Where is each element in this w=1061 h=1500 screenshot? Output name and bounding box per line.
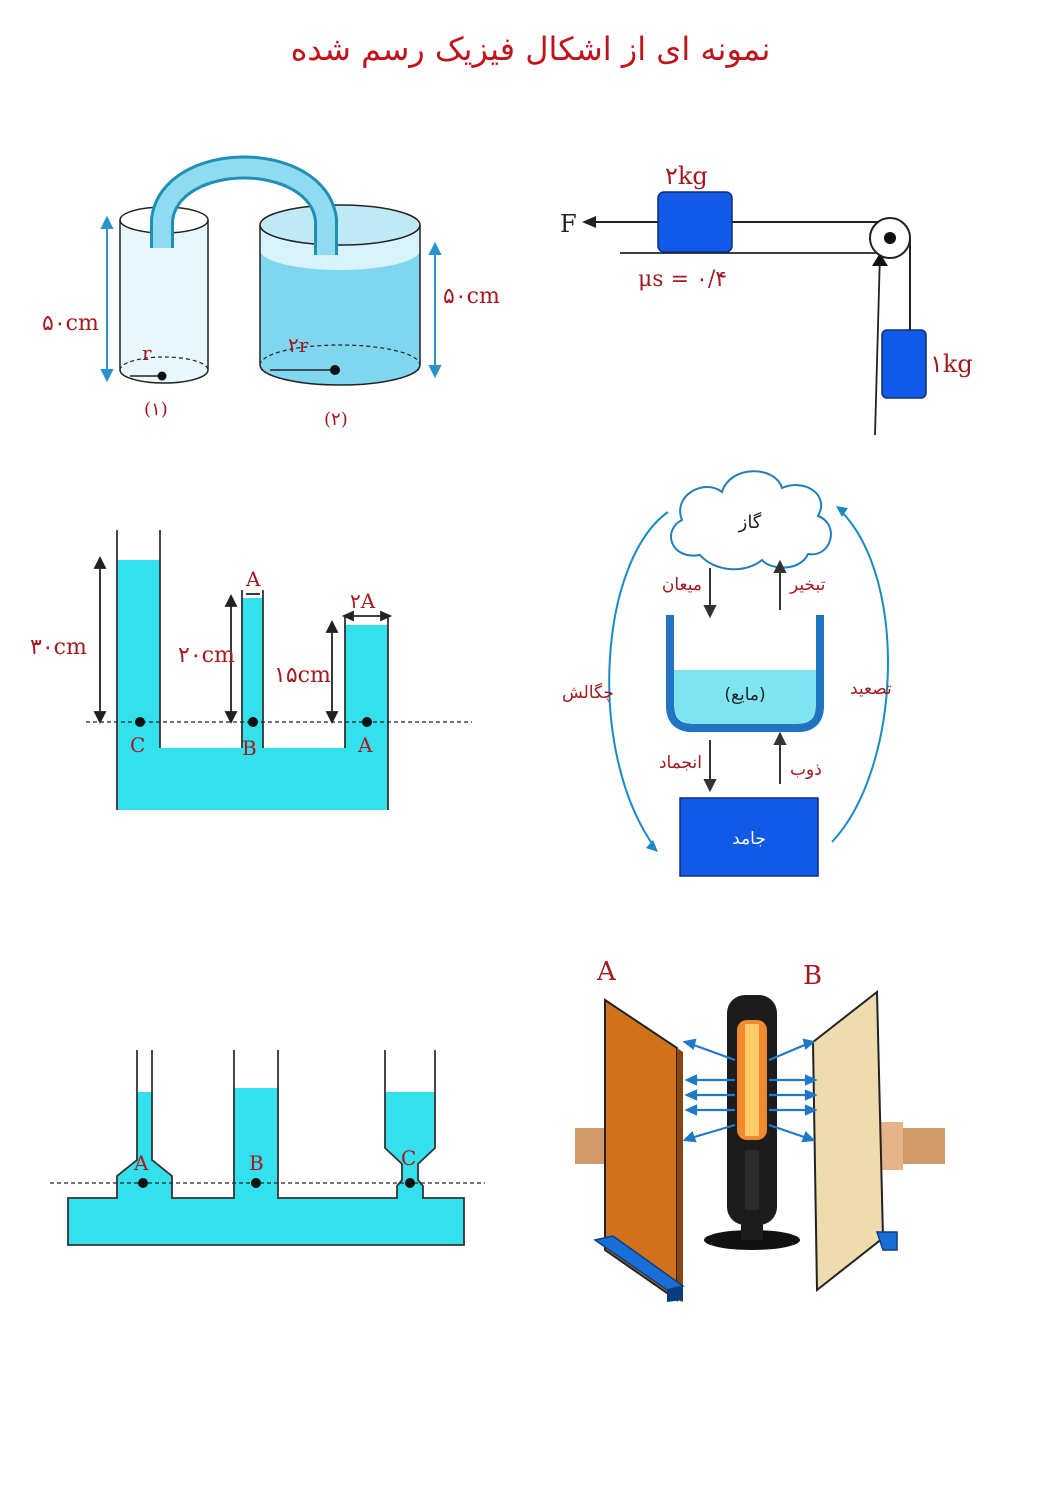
plate-a-label: A [596, 957, 617, 987]
cylinder-left [119, 206, 209, 384]
holder-right [895, 1128, 945, 1164]
point-c-dot [135, 717, 145, 727]
solid-block [679, 797, 819, 877]
area-label-2a: ۲A [350, 589, 376, 613]
block-1kg [881, 329, 927, 399]
height-label-20: ۲۰cm [178, 643, 235, 668]
heat-rays [682, 1038, 818, 1143]
point-b-label: B [249, 1151, 264, 1175]
label-deposition: چگالش [562, 682, 614, 703]
height-arrow-left [100, 215, 114, 383]
liquid-container [666, 615, 824, 732]
u-tube-figure: ۳۰cm ۲۰cm ۱۵cm A ۲A C B A [30, 530, 472, 810]
sublimation-arc [831, 509, 889, 843]
point-c-dot [405, 1178, 415, 1188]
point-a-label: A [133, 1151, 149, 1175]
force-label: F [560, 210, 577, 238]
pulley-figure: ۲kg ۱kg F μs = ۰/۴ [560, 162, 973, 436]
u-tube-liquid [117, 560, 388, 810]
height-label-right: ۵۰cm [443, 284, 500, 309]
block-2kg [657, 191, 733, 253]
point-b-dot [248, 717, 258, 727]
plate-b-label: B [803, 961, 822, 991]
force-arrow-head [582, 216, 596, 228]
page-title: نمونه ای از اشکال فیزیک رسم شده [290, 30, 771, 68]
label-freezing: انجماد [659, 753, 702, 773]
center-dot-right [330, 365, 340, 375]
gas-cloud [670, 470, 832, 571]
radius-label-left: r [142, 341, 152, 365]
point-a-label: A [357, 733, 373, 757]
area-label-a: A [245, 567, 261, 591]
phase-change-figure: گاز (مایع) جامد میعان تبخیر انجماد ذوب چ… [562, 470, 892, 877]
height-label-left: ۵۰cm [42, 311, 99, 336]
plate-b [811, 989, 885, 1293]
vessels-liquid [68, 1088, 464, 1245]
point-b-dot [251, 1178, 261, 1188]
caption-left: (۱) [144, 399, 168, 420]
deposition-arc [608, 511, 669, 849]
label-evaporation: تبخیر [789, 575, 826, 595]
label-melting: ذوب [790, 760, 822, 780]
cylinder-right [259, 204, 421, 386]
label-condensation: میعان [662, 575, 702, 595]
point-a-dot [138, 1178, 148, 1188]
liquid-label: (مایع) [724, 685, 765, 705]
heater-figure: A B [575, 957, 945, 1302]
cylinders-figure: ۵۰cm ۵۰cm r ۲r (۱) (۲) [42, 155, 500, 430]
height-label-30: ۳۰cm [30, 635, 87, 660]
point-c-label: C [130, 733, 145, 757]
point-a-dot [362, 717, 372, 727]
vessels-figure: A B C [50, 1050, 485, 1246]
height-arrow-right [428, 241, 442, 379]
point-c-label: C [401, 1146, 416, 1170]
mass-label-top: ۲kg [665, 162, 708, 190]
plate-b-base [875, 1231, 898, 1251]
point-b-label: B [242, 736, 257, 760]
height-label-15: ۱۵cm [274, 663, 331, 688]
gas-label: گاز [738, 511, 762, 533]
friction-label: μs = ۰/۴ [638, 267, 727, 292]
mass-label-hanging: ۱kg [930, 350, 973, 378]
radius-label-right: ۲r [288, 333, 309, 357]
center-dot-left [157, 371, 167, 381]
label-sublimation: تصعید [850, 679, 892, 699]
solid-label: جامد [732, 829, 766, 849]
caption-right: (۲) [324, 409, 348, 430]
